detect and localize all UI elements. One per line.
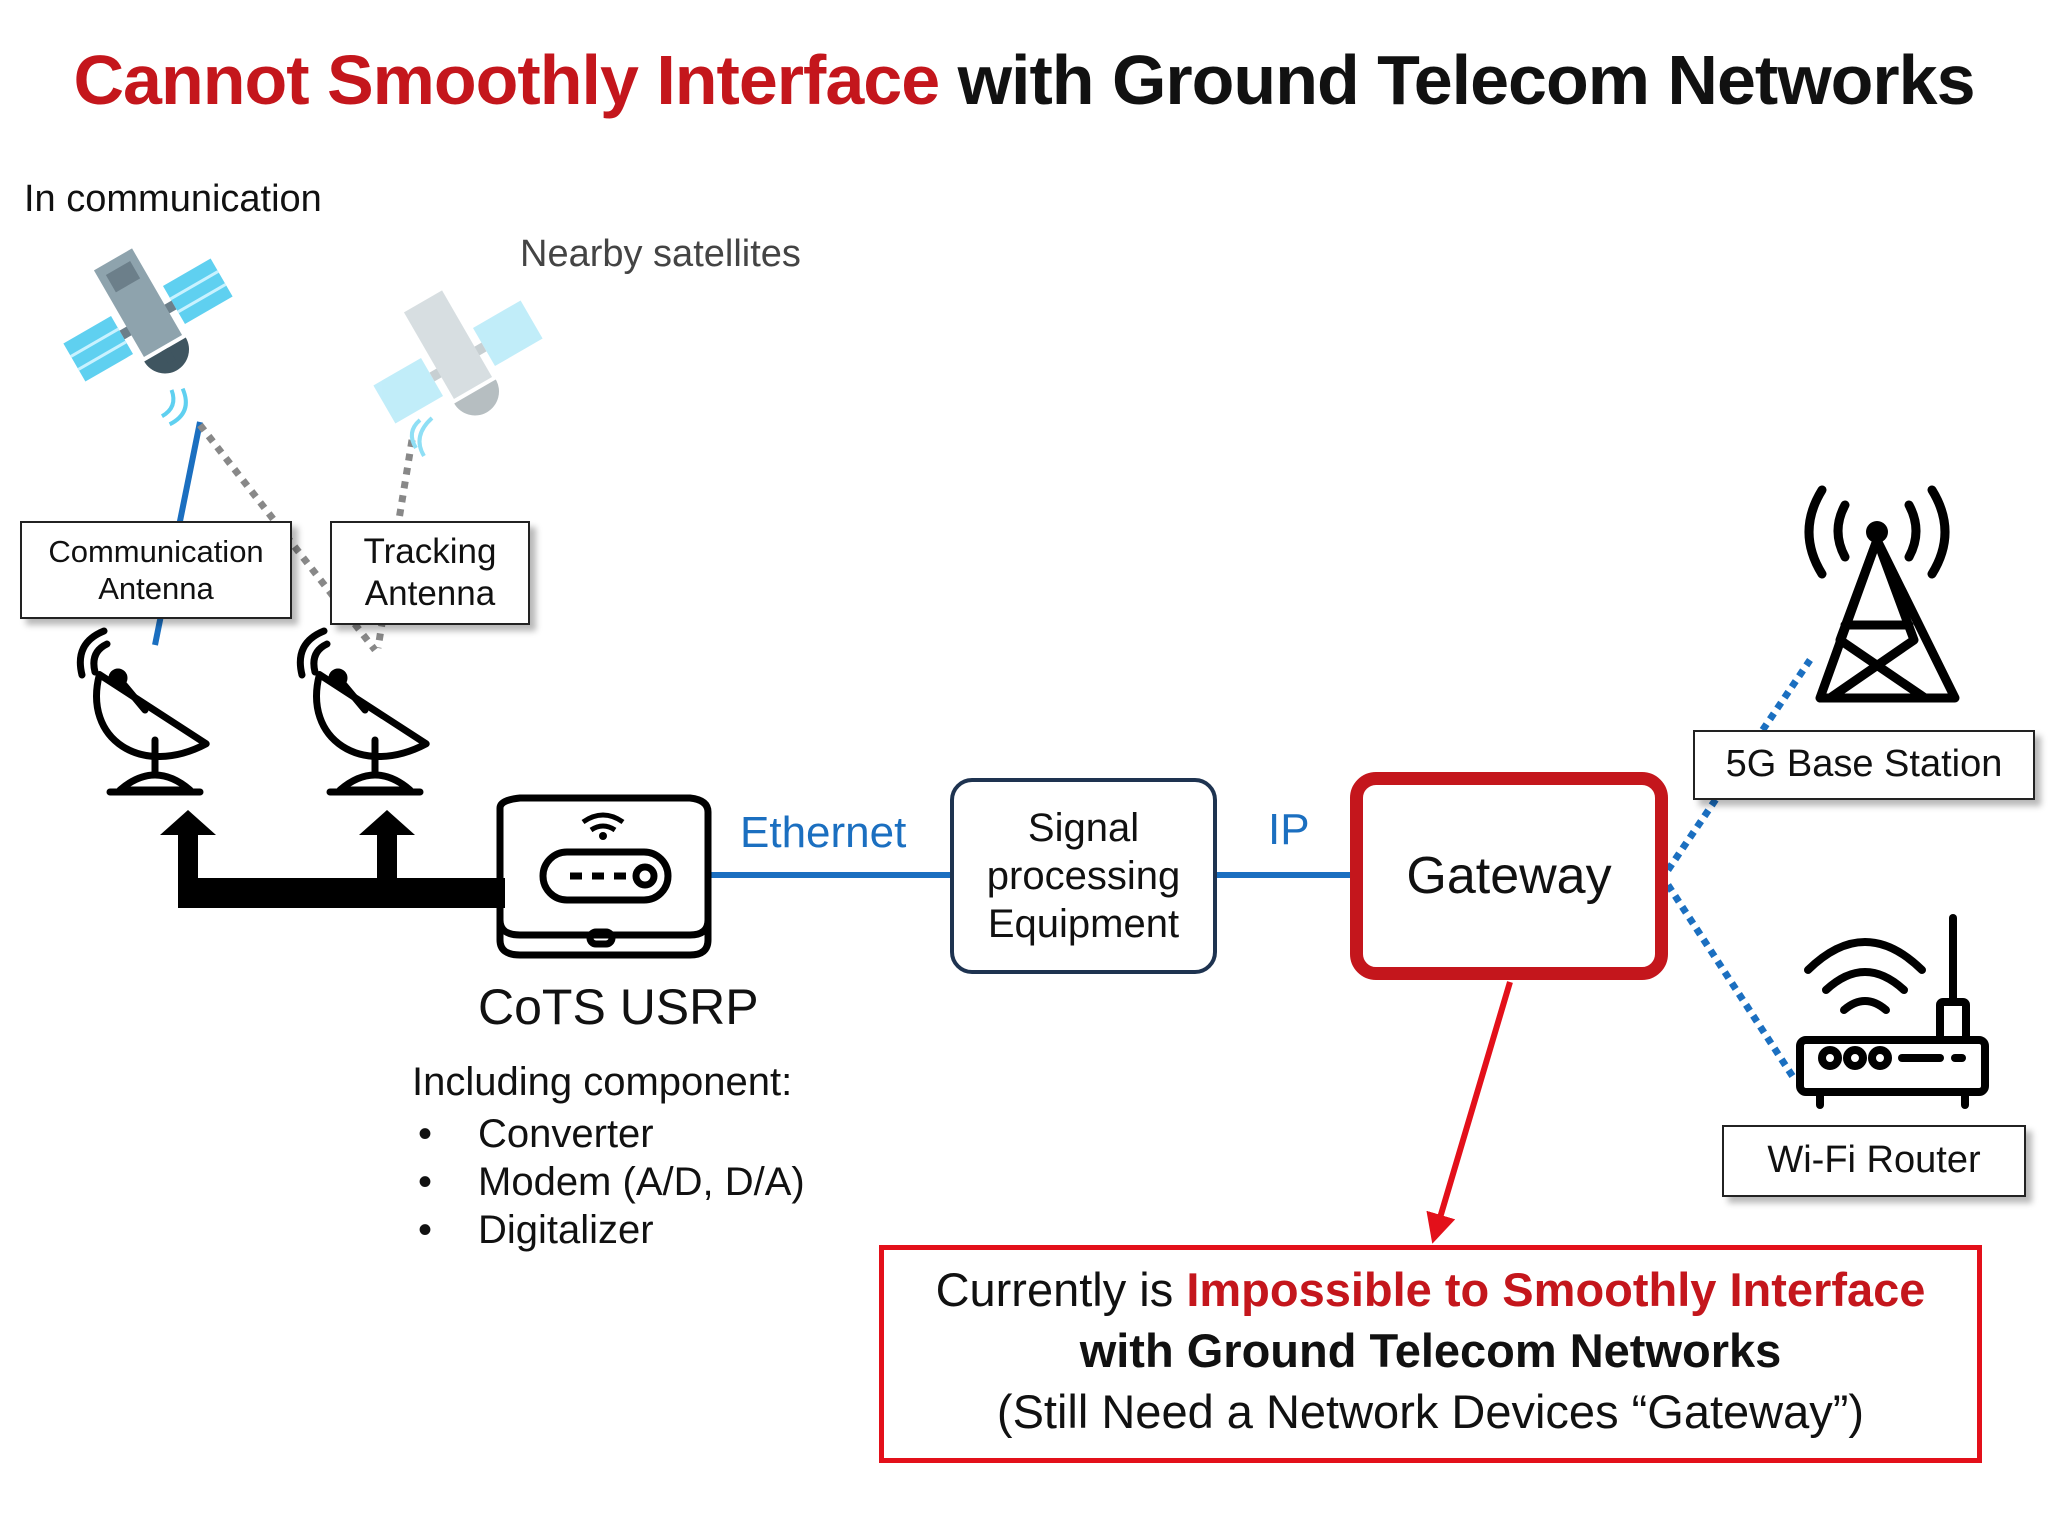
base-station-box: 5G Base Station [1693,730,2035,800]
component-item: Converter [412,1110,805,1158]
signal-processing-line3: Equipment [987,902,1180,946]
component-list: Converter Modem (A/D, D/A) Digitalizer [412,1110,805,1254]
antenna-feed-lines [160,810,505,908]
base-station-link [1665,658,1813,872]
wifi-router-box: Wi-Fi Router [1722,1125,2026,1197]
wifi-router-icon [1796,914,1989,1109]
nearby-satellites-label: Nearby satellites [520,233,801,275]
note-line3: (Still Need a Network Devices “Gateway”) [996,1385,1865,1438]
signal-processing-line2: processing [986,854,1181,898]
note-line2: with Ground Telecom Networks [1079,1324,1782,1377]
title-highlight: Cannot Smoothly Interface [73,41,940,119]
wifi-router-label: Wi-Fi Router [1767,1139,1981,1182]
dish-antenna-icon [76,627,210,796]
base-station-label: 5G Base Station [1725,743,2003,786]
wifi-router-link [1665,883,1798,1082]
note-line1-highlight: Impossible to Smoothly Interface [1186,1263,1926,1316]
title-rest: with Ground Telecom Networks [939,41,1976,119]
component-item: Modem (A/D, D/A) [412,1158,805,1206]
tracking-antenna-line1: Tracking [363,532,497,571]
note-line1-prefix: Currently is [935,1263,1187,1316]
in-communication-label: In communication [24,178,322,220]
ip-label: IP [1268,805,1310,854]
gateway-box: Gateway [1350,772,1668,980]
tracking-antenna-line2: Antenna [364,574,496,613]
gateway-label: Gateway [1406,847,1612,905]
dish-antenna-icon [296,627,430,796]
signal-processing-line1: Signal [1027,806,1140,850]
note-line1: Currently is Impossible to Smoothly Inte… [884,1262,1977,1317]
signal-waves-faded-icon [409,416,434,458]
communication-antenna-line2: Antenna [98,571,214,606]
usrp-label: CoTS USRP [478,979,759,1035]
satellite-faded-icon [373,290,543,424]
communication-antenna-line1: Communication [48,533,264,569]
cell-tower-icon [1804,485,1960,703]
gateway-note-arrow [1426,981,1513,1244]
signal-waves-icon [160,387,188,427]
component-item: Digitalizer [412,1206,805,1254]
impossibility-note-box: Currently is Impossible to Smoothly Inte… [879,1245,1982,1463]
ethernet-label: Ethernet [740,808,907,857]
usrp-device-icon [496,794,712,959]
page-title: Cannot Smoothly Interface with Ground Te… [0,40,2048,120]
component-heading: Including component: [412,1060,793,1104]
satellite-icon [63,248,233,382]
